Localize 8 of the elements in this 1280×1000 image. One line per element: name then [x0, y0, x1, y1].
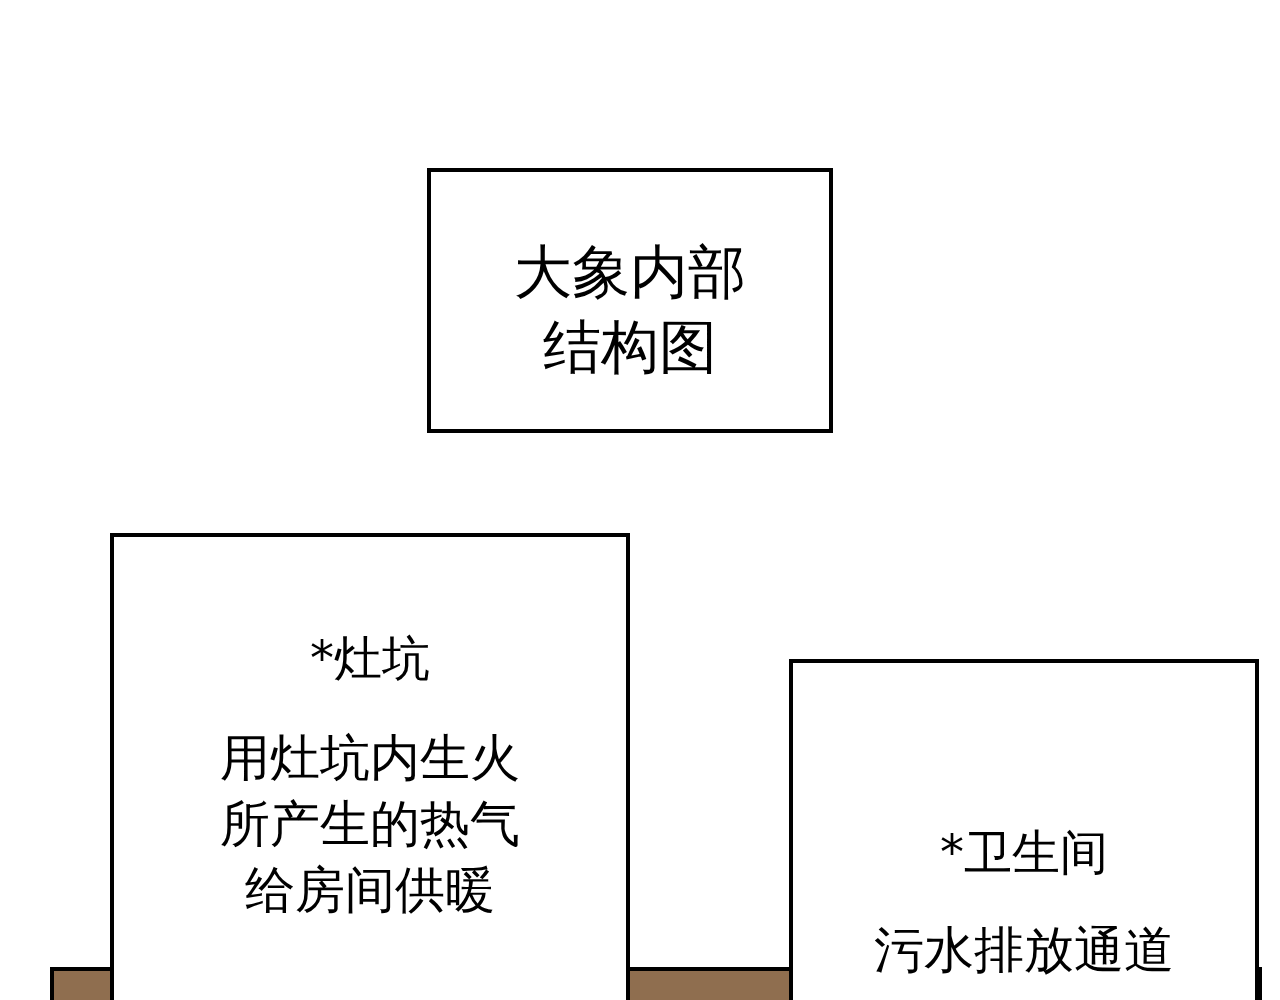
- title-text: 大象内部结构图: [513, 237, 747, 383]
- caption-box: [110, 533, 630, 1000]
- box-text: 用灶坑内生火所产生的热气给房间供暖: [219, 728, 521, 921]
- box-text: 污水排放通道: [873, 920, 1175, 981]
- box-heading: *卫生间: [939, 823, 1109, 881]
- caption-box: [789, 659, 1259, 1000]
- box-heading: *灶坑: [309, 629, 431, 687]
- title-box: [427, 168, 833, 433]
